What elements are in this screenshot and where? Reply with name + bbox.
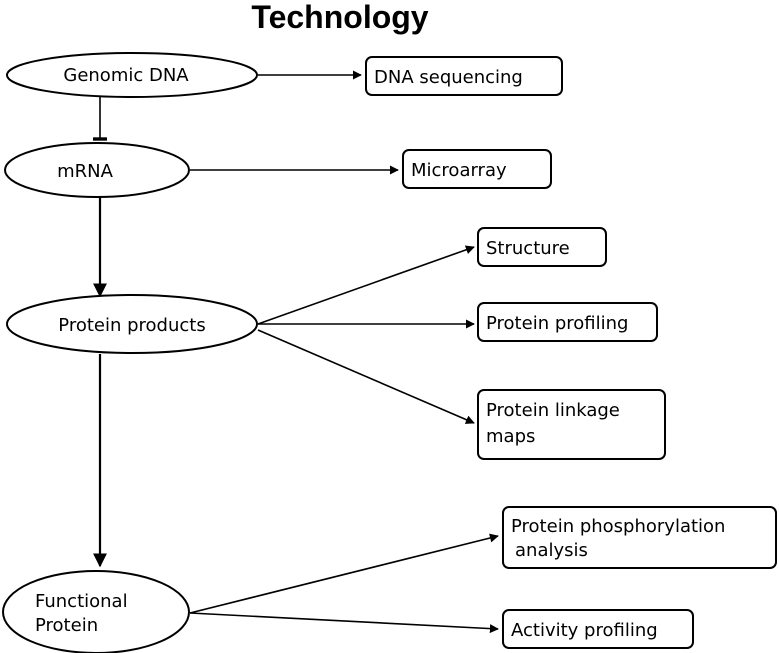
box-structure-label: Structure [486, 238, 570, 259]
arrow-protein-to-structure [257, 245, 475, 325]
box-microarray: Microarray [402, 149, 552, 189]
box-protein-linkage-label-line2: maps [486, 426, 535, 447]
node-functional-protein-label-line2: Protein [35, 615, 98, 636]
box-protein-profiling-label: Protein profiling [486, 313, 628, 334]
box-microarray-label: Microarray [411, 160, 507, 181]
node-mrna: mRNA [4, 142, 190, 198]
box-protein-phosphorylation-label-line1: Protein phosphorylation [511, 516, 725, 537]
node-genomic-dna-label: Genomic DNA [63, 65, 189, 86]
box-protein-linkage-label-line1: Protein linkage [486, 400, 620, 421]
node-functional-protein-label-line1: Functional [35, 591, 128, 612]
arrow-protein-to-linkage [257, 329, 475, 424]
arrow-functional-to-activity [189, 612, 499, 634]
node-genomic-dna: Genomic DNA [6, 52, 258, 98]
box-structure: Structure [477, 227, 607, 267]
box-protein-phosphorylation-label-line2: analysis [515, 540, 588, 561]
node-functional-protein: Functional Protein [2, 570, 190, 653]
node-protein-products: Protein products [6, 294, 258, 354]
box-dna-sequencing-label: DNA sequencing [374, 67, 523, 88]
box-activity-profiling-label: Activity profiling [511, 620, 658, 641]
box-protein-profiling: Protein profiling [477, 302, 658, 342]
node-mrna-label: mRNA [57, 161, 114, 182]
box-dna-sequencing: DNA sequencing [365, 56, 563, 96]
diagram-title: Technology [251, 0, 428, 35]
box-protein-linkage-maps: Protein linkage maps [477, 389, 666, 460]
node-protein-products-label: Protein products [58, 315, 205, 336]
box-activity-profiling: Activity profiling [502, 609, 694, 649]
arrow-functional-to-phosphorylation [189, 533, 499, 614]
box-protein-phosphorylation: Protein phosphorylation analysis [502, 506, 777, 569]
